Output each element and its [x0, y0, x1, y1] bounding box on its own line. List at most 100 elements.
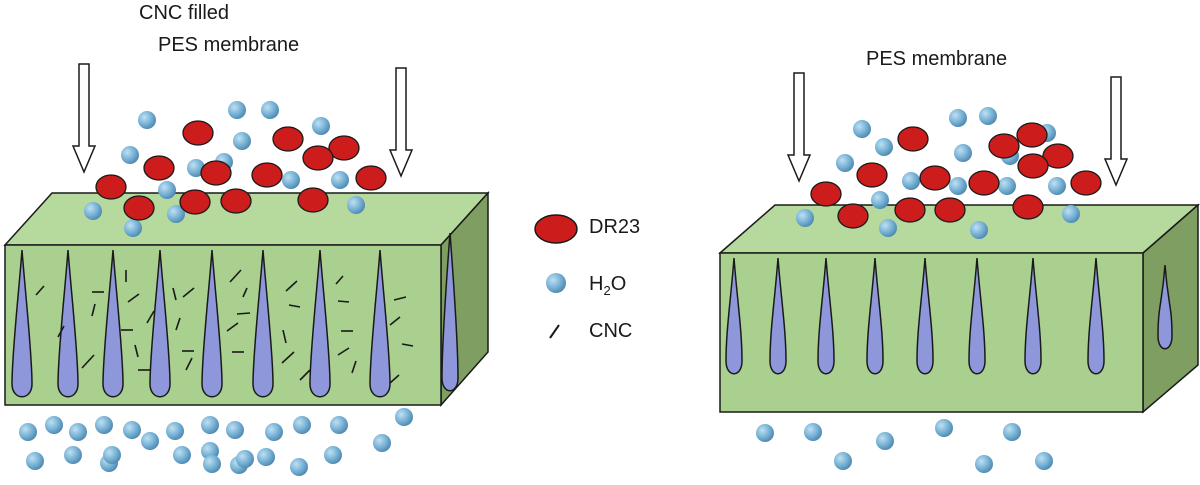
dye-molecule: [220, 188, 252, 214]
water-molecule: [293, 416, 311, 434]
pes-membrane: [718, 203, 1200, 414]
water-molecule: [228, 101, 246, 119]
water-molecule: [158, 181, 176, 199]
water-molecules: [19, 101, 1080, 476]
water-molecule: [1003, 423, 1021, 441]
water-molecule: [64, 446, 82, 464]
cnc-fiber: [134, 344, 139, 358]
dye-molecule: [302, 145, 334, 171]
water-molecule: [998, 177, 1016, 195]
cnc-fiber: [226, 322, 239, 332]
flow-arrows: [71, 63, 1129, 187]
water-molecule: [373, 434, 391, 452]
water-molecule: [324, 446, 342, 464]
water-molecule: [853, 120, 871, 138]
legend-dye-icon: [534, 214, 578, 244]
water-molecule: [949, 177, 967, 195]
water-molecule: [756, 424, 774, 442]
water-molecule: [312, 117, 330, 135]
dye-molecule: [1042, 143, 1074, 169]
pore: [1157, 264, 1173, 350]
pore: [149, 249, 171, 398]
flow-arrow-icon: [786, 72, 812, 183]
water-molecule: [331, 171, 349, 189]
cnc-fiber: [175, 317, 181, 331]
water-molecule: [871, 191, 889, 209]
pore: [968, 257, 986, 375]
dye-molecule: [1012, 194, 1044, 220]
legend-water-label-h: H: [589, 273, 604, 295]
cnc-fiber: [242, 287, 248, 298]
dye-molecule: [810, 181, 842, 207]
water-molecule: [236, 450, 254, 468]
water-molecule: [290, 458, 308, 476]
cnc-fiber: [351, 360, 357, 374]
cnc-fiber: [57, 325, 65, 338]
cnc-fiber: [337, 347, 350, 356]
water-molecule: [876, 432, 894, 450]
water-molecule: [804, 423, 822, 441]
right-title: PES membrane: [866, 48, 1008, 70]
cnc-fiber: [335, 275, 344, 285]
cnc-fiber: [185, 357, 193, 371]
water-molecule: [167, 205, 185, 223]
flow-arrow-icon: [1103, 76, 1129, 187]
pore: [769, 257, 787, 375]
water-molecule: [123, 421, 141, 439]
dye-molecule: [123, 195, 155, 221]
water-molecule: [69, 423, 87, 441]
water-molecule: [26, 452, 44, 470]
pore: [866, 257, 884, 375]
pore: [11, 249, 33, 398]
legend-cnc-icon: [549, 324, 560, 339]
water-molecule: [282, 171, 300, 189]
cnc-fiber: [127, 293, 140, 303]
dye-molecule: [1016, 122, 1048, 148]
water-molecule: [103, 446, 121, 464]
dye-molecule: [934, 197, 966, 223]
legend-water-label-o: O: [610, 273, 627, 295]
water-molecule: [138, 111, 156, 129]
pore: [57, 249, 79, 398]
pore: [1087, 257, 1105, 375]
cnc-fiber: [236, 312, 251, 315]
water-molecule: [836, 154, 854, 172]
water-molecule: [834, 452, 852, 470]
cnc-fiber: [35, 285, 45, 296]
water-molecule: [902, 172, 920, 190]
dye-molecule: [1070, 170, 1102, 196]
water-molecule: [233, 132, 251, 150]
water-molecule: [1035, 452, 1053, 470]
water-molecule: [979, 107, 997, 125]
dye-molecule: [200, 160, 232, 186]
pore: [725, 257, 743, 375]
cnc-fiber: [281, 351, 295, 364]
cnc-fiber: [299, 369, 311, 381]
cnc-fiber: [389, 374, 400, 384]
pore: [441, 232, 459, 392]
dye-molecule: [988, 133, 1020, 159]
dye-molecule: [856, 162, 888, 188]
water-molecule: [1062, 205, 1080, 223]
pore: [201, 249, 223, 398]
water-molecule: [141, 432, 159, 450]
left-title-line1: CNC filled: [139, 2, 230, 24]
legend-cnc-label: CNC: [589, 320, 633, 342]
water-molecule: [330, 416, 348, 434]
cnc-fibers: [35, 269, 414, 384]
water-molecule: [935, 419, 953, 437]
water-molecule: [201, 416, 219, 434]
dye-molecule: [897, 126, 929, 152]
water-molecule: [875, 138, 893, 156]
pore: [817, 257, 835, 375]
water-molecule: [203, 455, 221, 473]
water-molecule: [124, 219, 142, 237]
dye-molecule: [179, 189, 211, 215]
dye-molecule: [251, 162, 283, 188]
cnc-fiber: [282, 329, 287, 344]
water-molecule: [347, 196, 365, 214]
left-title-line2: PES membrane: [158, 34, 300, 56]
cnc-fiber: [172, 287, 177, 301]
water-molecule: [121, 146, 139, 164]
